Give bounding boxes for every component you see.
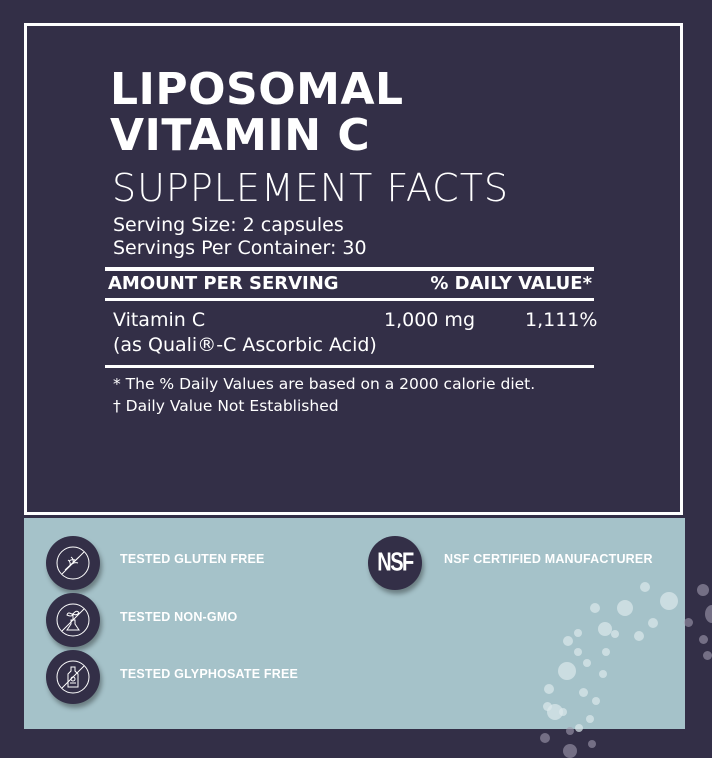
header-rule xyxy=(105,298,594,301)
supplement-facts-heading: SUPPLEMENT FACTS xyxy=(112,166,510,210)
nutrient-detail: (as Quali®-C Ascorbic Acid) xyxy=(113,334,377,356)
daily-value-header: % DAILY VALUE* xyxy=(430,273,592,294)
non-gmo-badge xyxy=(46,593,100,647)
nsf-badge: NSF xyxy=(368,536,422,590)
nsf-logo-icon: NSF xyxy=(377,548,414,577)
servings-per-container: Servings Per Container: 30 xyxy=(113,237,367,259)
footnote-not-established: † Daily Value Not Established xyxy=(113,397,339,415)
nsf-label: NSF CERTIFIED MANUFACTURER xyxy=(444,552,653,566)
no-glyphosate-icon xyxy=(56,660,90,694)
no-gluten-icon xyxy=(56,546,90,580)
no-gmo-icon xyxy=(56,603,90,637)
footnote-daily-values: * The % Daily Values are based on a 2000… xyxy=(113,375,536,393)
amount-per-serving-header: AMOUNT PER SERVING xyxy=(108,273,339,294)
table-top-rule xyxy=(105,267,594,271)
certifications-panel xyxy=(24,518,685,729)
nutrient-daily-value: 1,111% xyxy=(525,309,598,331)
serving-size: Serving Size: 2 capsules xyxy=(113,214,344,236)
glyphosate-free-badge xyxy=(46,650,100,704)
table-bottom-rule xyxy=(105,365,594,368)
product-title-line2: VITAMIN C xyxy=(110,110,371,161)
gluten-free-badge xyxy=(46,536,100,590)
supplement-facts-frame xyxy=(24,23,683,515)
product-title-line1: LIPOSOMAL xyxy=(110,64,404,115)
non-gmo-label: TESTED NON-GMO xyxy=(120,610,238,624)
gluten-free-label: TESTED GLUTEN FREE xyxy=(120,552,265,566)
nutrient-amount: 1,000 mg xyxy=(384,309,476,331)
glyphosate-free-label: TESTED GLYPHOSATE FREE xyxy=(120,667,299,681)
nutrient-name: Vitamin C xyxy=(113,309,206,331)
